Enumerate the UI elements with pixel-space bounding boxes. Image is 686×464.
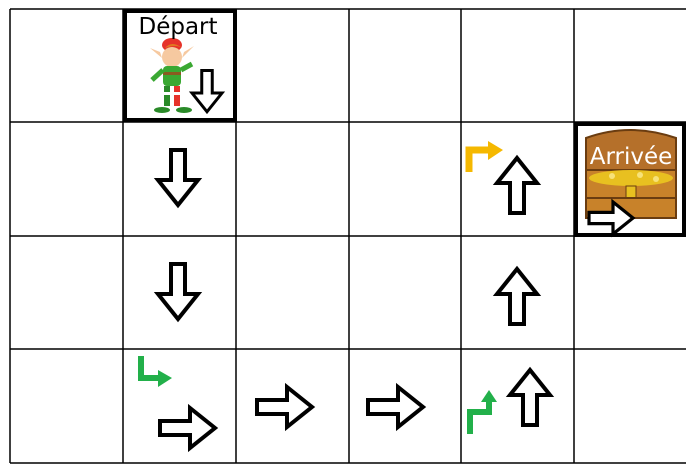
start-label: Départ [138,14,217,40]
elf-icon [150,38,194,113]
start-cell: Départ [125,11,235,120]
arrow-right-icon [257,387,312,427]
arrow-right-icon [368,387,423,427]
end-label: Arrivée [590,144,673,170]
arrow-down-icon [158,264,198,319]
turn-right-icon [469,141,503,172]
arrow-up-icon [497,158,537,213]
arrow-up-icon [510,370,550,425]
turn-left-icon [141,356,172,387]
end-cell: Arrivée [576,124,684,235]
turn-left-icon [470,390,497,434]
arrow-down-icon [192,71,222,112]
arrow-down-icon [158,150,198,205]
arrow-right-icon [160,408,215,448]
arrow-up-icon [497,269,537,324]
